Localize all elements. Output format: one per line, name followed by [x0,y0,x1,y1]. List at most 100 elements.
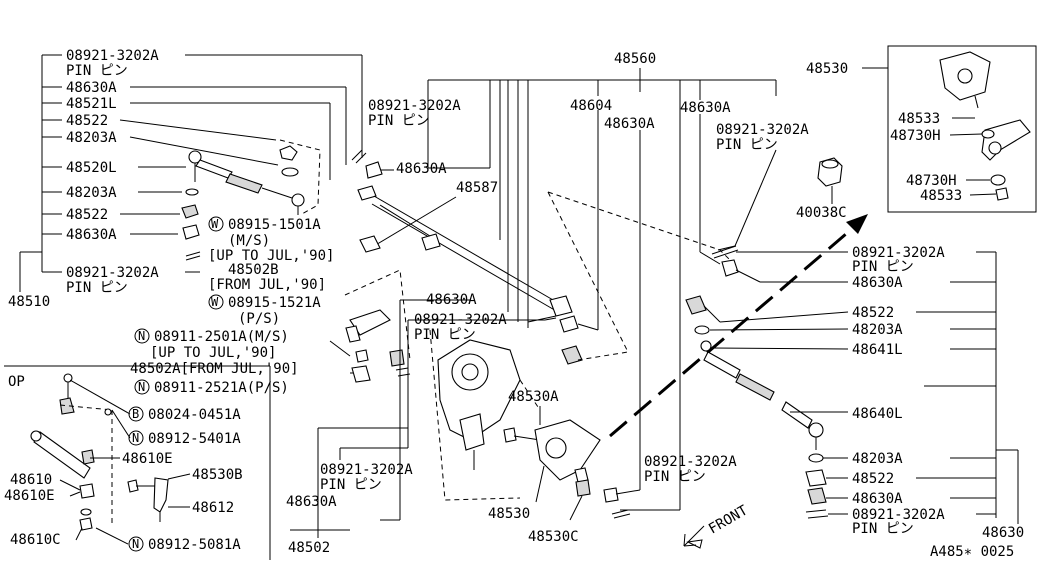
label-48522: 48522 [852,305,894,321]
label-pin: PIN ピン [716,137,778,153]
label-pin: PIN ピン [852,521,914,537]
label-08921-3202a: 08921-3202A [66,48,159,64]
front-arrow: FRONT [683,502,751,549]
label-pin: PIN ピン [852,259,914,275]
label-48533: 48533 [898,111,940,127]
label-48502a: 48502A[FROM JUL,'90] [130,361,299,377]
label-48533: 48533 [920,188,962,204]
idler-arm [344,269,557,520]
label-48641l: 48641L [852,342,903,358]
label-08921-3202a: 08921-3202A [320,462,413,478]
left-tie-rod-assembly [181,139,321,261]
center-link-assembly [351,149,733,365]
label-48612: 48612 [192,500,234,516]
label-48560: 48560 [614,51,656,67]
label-48630a: 48630A [286,494,337,510]
left-middle-callouts: W 08915-1501A (M/S) [UP TO JUL,'90] 4850… [130,216,364,396]
label-48604: 48604 [570,98,612,114]
label-08921-3202a: 08921-3202A [852,507,945,523]
label-48630a: 48630A [680,100,731,116]
label-pin: PIN ピン [644,469,706,485]
label-pin: PIN ピン [320,477,382,493]
label-08921-3202a: 08921-3202A [66,265,159,281]
label-08921-3202a: 08921-3202A [852,245,945,261]
nut-40038c: 40038C [796,157,847,221]
callout-b: B [132,407,139,421]
label-48610e: 48610E [4,488,55,504]
label-up-to-jul-90: [UP TO JUL,'90] [150,345,276,361]
label-48587: 48587 [456,180,498,196]
label-48502: 48502 [288,540,330,556]
label-48203a: 48203A [66,130,117,146]
callout-w-1: W [211,217,219,231]
label-48521l: 48521L [66,96,117,112]
label-48630: 48630 [982,525,1024,541]
label-48630a: 48630A [66,227,117,243]
label-pin: PIN ピン [414,327,476,343]
steering-gear-box [429,329,541,501]
center-middle-labels: 48630A 08921-3202A PIN ピン [414,292,507,343]
inset-box-48530: 48530 48533 48730H 48730H 48533 [806,45,1037,213]
callout-n-3: N [132,431,139,445]
label-48522: 48522 [852,471,894,487]
label-40038c: 40038C [796,205,847,221]
label-08921-3202a: 08921-3202A [644,454,737,470]
callout-n-1: N [138,329,145,343]
label-48530c: 48530C [528,529,579,545]
callout-n-2: N [138,380,145,394]
label-48530a: 48530A [508,389,559,405]
label-08912-5401a: 08912-5401A [148,431,241,447]
label-pin: PIN ピン [368,113,430,129]
label-08921-3202a: 08921-3202A [716,122,809,138]
left-leaders [119,54,363,273]
left-labels: 08921-3202A PIN ピン 48630A 48521L 48522 4… [8,48,159,310]
label-48610: 48610 [10,472,52,488]
label-48630a: 48630A [66,80,117,96]
label-48640l: 48640L [852,406,903,422]
label-48610c: 48610C [10,532,61,548]
label-08915-1521a: 08915-1521A [228,295,321,311]
label-08024-0451a: 08024-0451A [148,407,241,423]
label-08915-1501a: 08915-1501A [228,217,321,233]
label-48610e: 48610E [122,451,173,467]
optional-parts-box: OP B 08024-0451A N 08912-5401A 48610E 48… [4,365,271,560]
label-08911-2501a: 08911-2501A(M/S) [154,329,289,345]
callout-w-2: W [211,295,219,309]
pitman-arm-group: 48530A 48530 48530C [488,389,601,545]
label-front: FRONT [706,502,751,537]
label-48530: 48530 [806,61,848,77]
label-48630a: 48630A [852,275,903,291]
label-48520l: 48520L [66,160,117,176]
right-tie-rod-assembly [685,245,849,519]
right-labels: 08921-3202A PIN ピン 48630A 48522 48203A 4… [852,245,1024,560]
label-48522: 48522 [66,207,108,223]
label-pin: PIN ピン [66,280,128,296]
label-48630a: 48630A [604,116,655,132]
label-48502b: 48502B [228,262,279,278]
label-pin: PIN ピン [66,63,128,79]
label-48630a: 48630A [426,292,477,308]
label-08912-5081a: 08912-5081A [148,537,241,553]
label-op: OP [8,374,25,390]
center-top-labels: 08921-3202A PIN ピン 48630A 48587 48604 48… [368,92,809,251]
label-from-jul-90: [FROM JUL,'90] [208,277,326,293]
label-up-to-jul-90: [UP TO JUL,'90] [208,248,334,264]
label-48630a: 48630A [396,161,447,177]
label-48522: 48522 [66,113,108,129]
label-48203a: 48203A [66,185,117,201]
right-bracket-48630 [916,251,1019,524]
label-08911-2521a: 08911-2521A(P/S) [154,380,289,396]
connection-arrow [609,214,868,438]
bottom-center-labels: 08921-3202A PIN ピン 48630A 48502 08921-32… [286,427,737,556]
label-48510: 48510 [8,294,50,310]
label-48203a: 48203A [852,451,903,467]
label-48630a: 48630A [852,491,903,507]
callout-n-4: N [132,537,139,551]
label-48203a: 48203A [852,322,903,338]
diagram-code: A485∗ 0025 [930,544,1014,560]
label-48530b: 48530B [192,467,243,483]
label-ps: (P/S) [238,311,280,327]
label-ms: (M/S) [228,233,270,249]
